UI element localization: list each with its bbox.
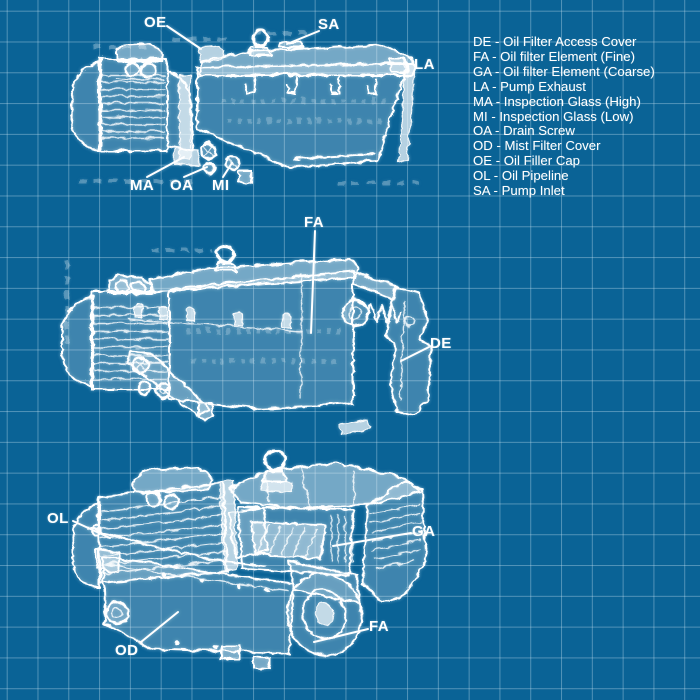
legend-item: FA - Oil filter Element (Fine) xyxy=(473,48,635,64)
lifting-eyebolt xyxy=(262,447,286,471)
legend-item: GA - Oil filter Element (Coarse) xyxy=(473,63,655,79)
callout-label-fa-mid: FA xyxy=(304,214,324,231)
oil-filler-cap xyxy=(197,44,223,62)
legend-item: OL - Oil Pipeline xyxy=(473,168,569,184)
callout-label-od: OD xyxy=(115,642,139,659)
lifting-eyebolt xyxy=(213,242,235,264)
legend: DE - Oil Filter Access Cover FA - Oil fi… xyxy=(473,34,655,199)
cover-hooks xyxy=(244,75,376,95)
mount-bracket xyxy=(177,73,190,159)
callout-label-ga: GA xyxy=(412,523,436,540)
top-cover-plate xyxy=(197,43,415,75)
callout-line-ma xyxy=(146,156,185,178)
ghost-artifact-lines xyxy=(78,30,424,184)
motor-eye-hole xyxy=(138,60,156,78)
callout-label-oe: OE xyxy=(144,14,167,31)
pump-reverse-cutaway-drawing xyxy=(60,242,431,434)
callout-label-ma: MA xyxy=(130,177,155,194)
callout-line-mi xyxy=(222,162,233,178)
callout-line-ga xyxy=(332,532,412,547)
pump-side-view-drawing xyxy=(69,27,424,185)
callout-line-oa xyxy=(183,166,208,178)
lifting-eyebolt xyxy=(249,27,269,47)
pump-three-quarter-cutaway-drawing xyxy=(70,447,426,669)
motor-end-bell xyxy=(70,499,99,587)
callout-label-la: LA xyxy=(414,56,435,73)
legend-item: SA - Pump Inlet xyxy=(473,183,565,199)
callout-label-oa: OA xyxy=(170,177,194,194)
legend-item: LA - Pump Exhaust xyxy=(473,78,586,94)
legend-item: OD - Mist Filter Cover xyxy=(473,138,601,154)
legend-item: OA - Drain Screw xyxy=(473,123,575,139)
motor-terminal-box xyxy=(115,41,163,61)
ribbed-end-housing xyxy=(360,478,426,602)
oil-filter-access-cover xyxy=(384,285,431,415)
callout-line-fa-bottom xyxy=(313,628,369,643)
flange-bolts xyxy=(132,301,290,327)
callout-label-fa-bottom: FA xyxy=(369,618,389,635)
legend-item: OE - Oil Filler Cap xyxy=(473,153,581,169)
callout-label-ol: OL xyxy=(47,510,69,527)
motor-end-bell xyxy=(60,293,93,387)
motor-eye-hole xyxy=(122,59,140,77)
legend-item: MI - Inspection Glass (Low) xyxy=(473,108,634,124)
inspection-glass-low xyxy=(152,381,170,399)
callout-line-od xyxy=(140,611,179,643)
mist-filter-cover xyxy=(101,555,293,653)
drain-screw xyxy=(135,379,151,395)
callout-line-sa xyxy=(286,30,320,45)
oil-pipeline xyxy=(85,526,265,566)
fine-filter-housing xyxy=(284,571,362,655)
callout-leader-lines xyxy=(72,25,430,643)
shaft-flange xyxy=(339,297,369,327)
motor-terminal-box xyxy=(129,465,213,493)
drain-port xyxy=(103,598,129,624)
callout-label-mi: MI xyxy=(212,177,230,194)
coarse-filter-element xyxy=(329,513,352,564)
callout-line-ol xyxy=(72,520,111,539)
callout-line-de xyxy=(400,346,430,362)
callout-label-de: DE xyxy=(430,335,452,352)
legend-item: DE - Oil Filter Access Cover xyxy=(473,34,637,49)
motor-end-bell xyxy=(69,59,101,151)
pump-housing xyxy=(167,269,353,409)
callout-label-sa: SA xyxy=(318,16,340,33)
callout-line-fa-mid xyxy=(310,230,316,334)
callout-line-oe xyxy=(166,25,202,50)
legend-item: MA - Inspection Glass (High) xyxy=(473,93,641,109)
